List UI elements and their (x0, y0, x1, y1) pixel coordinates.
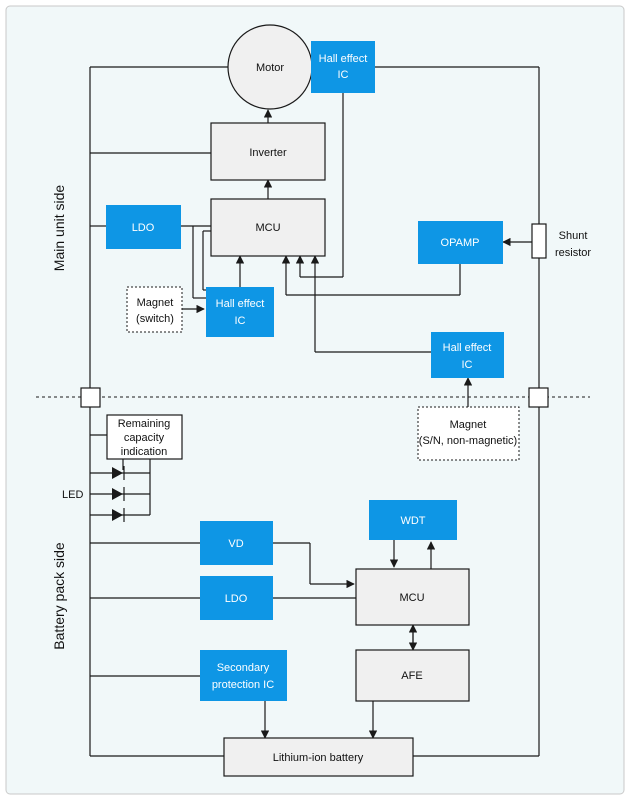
mcu-main-label: MCU (255, 222, 280, 234)
led-label: LED (62, 489, 83, 501)
left-connector (80, 387, 101, 408)
wdt-label: WDT (400, 515, 425, 527)
led-icon-3 (112, 508, 125, 522)
led-icon-2 (112, 487, 125, 501)
right-connector (528, 387, 549, 408)
magnet-sn-line-1: Magnet (450, 419, 487, 431)
magnet-sn-line-2: (S/N, non-magnetic) (419, 435, 517, 447)
hall-ic-motor-line-1: Hall effect (319, 53, 368, 65)
battery-pack-side-label: Battery pack side (51, 542, 67, 650)
opamp: OPAMP (418, 221, 503, 264)
ldo-battery: LDO (200, 576, 273, 620)
magnet-switch: Magnet (switch) (126, 286, 183, 333)
wdt-block: WDT (369, 500, 457, 540)
led-icon-1 (112, 466, 125, 480)
remaining-capacity-line-2: capacity (124, 432, 165, 444)
ldo-battery-label: LDO (225, 593, 248, 605)
shunt-label-line-2: resistor (555, 247, 591, 259)
vd-block: VD (200, 521, 273, 565)
hall-ic-switch-line-2: IC (235, 315, 246, 327)
shunt-label-line-1: Shunt (559, 230, 588, 242)
hall-effect-ic-motor: Hall effect IC (311, 41, 375, 93)
afe-block: AFE (355, 649, 470, 702)
ldo-main: LDO (106, 205, 181, 249)
mcu-battery-label: MCU (399, 592, 424, 604)
mcu-battery: MCU (355, 568, 470, 626)
hall-ic-motor-line-2: IC (338, 69, 349, 81)
magnet-switch-line-1: Magnet (137, 297, 174, 309)
opamp-label: OPAMP (441, 237, 480, 249)
remaining-capacity-line-1: Remaining (118, 418, 171, 430)
vd-label: VD (228, 538, 243, 550)
inverter-label: Inverter (249, 147, 287, 159)
hall-effect-ic-current: Hall effect IC (431, 332, 504, 378)
remaining-capacity-indication: Remaining capacity indication (106, 414, 183, 460)
secondary-protection-ic: Secondary protection IC (200, 650, 287, 701)
main-unit-side-label: Main unit side (51, 185, 67, 272)
ldo-main-label: LDO (132, 222, 155, 234)
afe-label: AFE (401, 670, 422, 682)
motor-label: Motor (256, 62, 284, 74)
hall-effect-ic-switch: Hall effect IC (206, 287, 274, 337)
hall-ic-switch-line-1: Hall effect (216, 298, 265, 310)
motor: Motor (227, 24, 313, 110)
mcu-main: MCU (210, 198, 326, 257)
lithium-ion-battery: Lithium-ion battery (223, 737, 414, 777)
secondary-protection-line-2: protection IC (212, 679, 274, 691)
remaining-capacity-line-3: indication (121, 446, 167, 458)
battery-label: Lithium-ion battery (273, 752, 364, 764)
hall-ic-current-line-2: IC (462, 359, 473, 371)
main-unit-wires (89, 66, 540, 407)
shunt-resistor: Shunt resistor (531, 223, 591, 259)
hall-ic-current-line-1: Hall effect (443, 342, 492, 354)
magnet-switch-line-2: (switch) (136, 313, 174, 325)
magnet-sn: Magnet (S/N, non-magnetic) (417, 406, 520, 461)
secondary-protection-line-1: Secondary (217, 662, 270, 674)
inverter-block: Inverter (210, 122, 326, 181)
battery-pack-wires (89, 407, 540, 757)
